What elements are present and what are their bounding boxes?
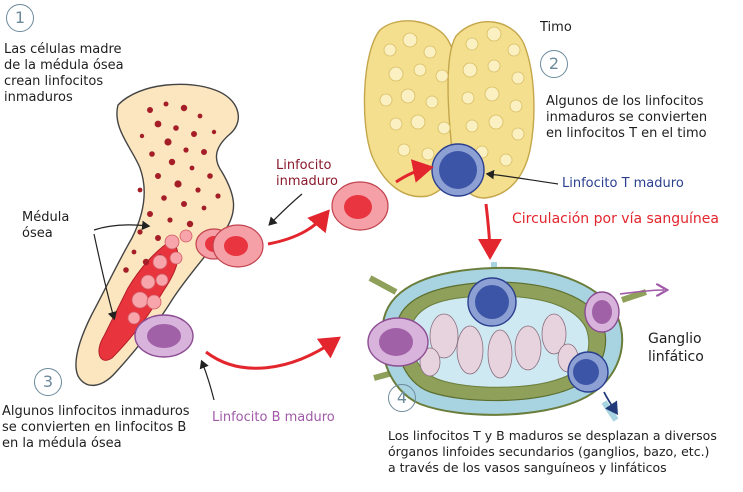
- b-cell-in-bone: [134, 314, 194, 358]
- thymus-label: Timo: [540, 20, 572, 35]
- step-2-number: 2: [540, 50, 568, 78]
- step-1-text: Las células madre de la médula ósea crea…: [4, 42, 124, 105]
- step-3-number: 3: [34, 368, 62, 396]
- t-cell-label: Linfocito T maduro: [562, 176, 684, 191]
- bone-illustration: [75, 83, 264, 386]
- step-4-text: Los linfocitos T y B maduros se desplaza…: [388, 428, 717, 475]
- t-cell-in-node-right: [567, 351, 609, 393]
- b-cell-in-node-right: [584, 291, 620, 333]
- lymph-node-illustration: [367, 262, 647, 422]
- step-2-text: Algunos de los linfocitos inmaduros se c…: [546, 94, 708, 141]
- t-cell-in-thymus: [431, 143, 485, 197]
- step-4-number: 4: [388, 384, 416, 412]
- immature-lymphocyte-label: Linfocito inmaduro: [276, 158, 338, 189]
- lymph-node-label: Ganglio linfático: [648, 331, 704, 365]
- immature-cells-in-bone: [195, 224, 264, 268]
- step-3-text: Algunos linfocitos inmaduros se conviert…: [2, 404, 190, 451]
- b-cell-label: Linfocito B maduro: [212, 410, 335, 425]
- b-cell-in-node: [367, 317, 429, 367]
- bone-marrow-label: Médula ósea: [22, 210, 70, 241]
- step-1-number: 1: [6, 4, 34, 32]
- t-cell-in-node: [467, 277, 517, 327]
- immature-cell-in-transit: [331, 181, 389, 231]
- thymus-illustration: [363, 20, 535, 199]
- arrows: [93, 159, 664, 415]
- blood-circulation-label: Circulación por vía sanguínea: [512, 211, 719, 227]
